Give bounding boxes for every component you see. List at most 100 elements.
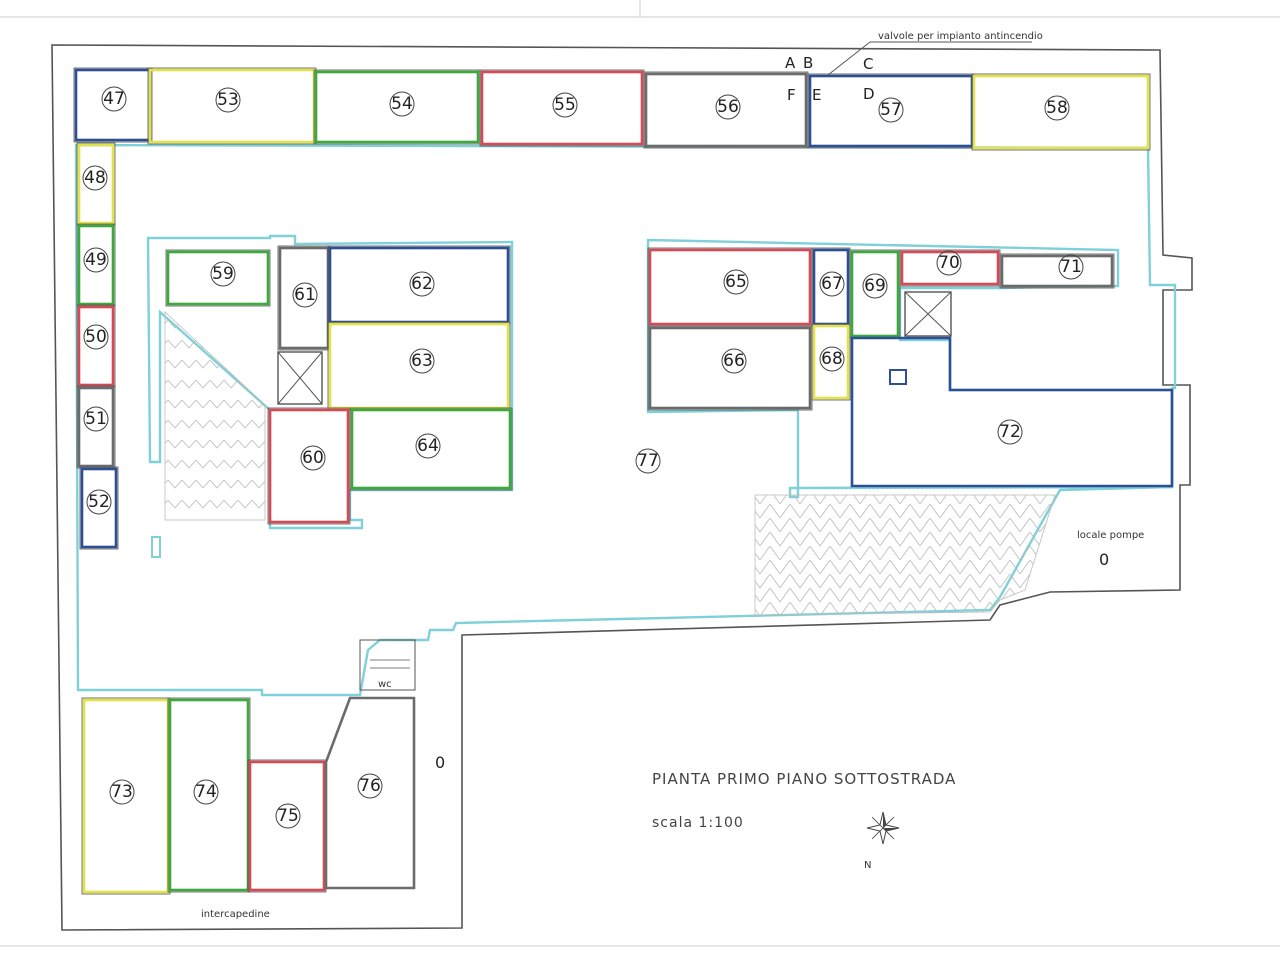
room-76: 76 xyxy=(324,696,416,890)
room-number-circle xyxy=(83,324,109,350)
room-57: 57 xyxy=(807,73,975,149)
room-number: 56 xyxy=(717,97,739,117)
room-72: 72 xyxy=(850,336,1174,488)
room-number: 69 xyxy=(864,276,886,296)
room-54: 54 xyxy=(313,69,481,145)
room-number-circle xyxy=(1058,254,1084,280)
room-number: 48 xyxy=(84,168,106,188)
room-number: 76 xyxy=(359,776,381,796)
room-number-circle xyxy=(193,779,219,805)
valve-letter-d: D xyxy=(863,85,875,103)
room-number-circle xyxy=(862,273,888,299)
room-number: 51 xyxy=(85,409,107,429)
room-68: 68 xyxy=(811,323,851,401)
room-number-circle xyxy=(409,271,435,297)
room-number: 54 xyxy=(391,94,413,114)
room-number: 61 xyxy=(294,285,316,305)
room-wall xyxy=(247,759,327,893)
room-number-circle xyxy=(82,165,108,191)
room-65: 65 xyxy=(647,247,813,327)
room-69: 69 xyxy=(849,249,901,339)
room-number-circle xyxy=(552,92,578,118)
room-number: 74 xyxy=(195,782,217,802)
room-wall xyxy=(811,323,851,401)
column xyxy=(151,536,161,558)
room-48: 48 xyxy=(76,142,116,226)
room-wall xyxy=(971,73,1151,151)
room-53: 53 xyxy=(147,67,317,145)
room-58: 58 xyxy=(971,73,1151,151)
plan-title: PIANTA PRIMO PIANO SOTTOSTRADA xyxy=(652,770,956,788)
wc-label: wc xyxy=(378,679,392,690)
room-49: 49 xyxy=(76,223,116,307)
room-number-circle xyxy=(292,282,318,308)
cavity-label: intercapedine xyxy=(201,909,270,920)
room-number-circle xyxy=(819,271,845,297)
room-number-circle xyxy=(215,87,241,113)
room-number-circle xyxy=(83,406,109,432)
room-number: 72 xyxy=(999,422,1021,442)
room-52: 52 xyxy=(79,466,119,550)
room-outline xyxy=(812,324,850,400)
room-outline xyxy=(350,408,512,490)
room-outline xyxy=(900,250,1000,286)
room-66: 66 xyxy=(647,325,813,411)
room-number-circle xyxy=(83,247,109,273)
north-arrow-icon xyxy=(866,811,900,845)
ramp-left xyxy=(164,311,266,521)
room-outline xyxy=(314,70,480,144)
room-51: 51 xyxy=(76,385,116,469)
room-number: 49 xyxy=(85,250,107,270)
room-outline xyxy=(648,248,812,326)
room-number-circle xyxy=(635,448,661,474)
valve-letter-b: B xyxy=(803,54,813,72)
room-outline xyxy=(648,326,812,410)
room-number-circle xyxy=(721,348,747,374)
room-number-circle xyxy=(86,489,112,515)
room-55: 55 xyxy=(479,69,645,147)
room-outline xyxy=(248,760,326,892)
room-number-circle xyxy=(715,94,741,120)
room-wall xyxy=(73,67,153,143)
room-number-circle xyxy=(300,445,326,471)
column xyxy=(889,369,907,385)
outer-wall xyxy=(51,44,1193,931)
valve-letter-e: E xyxy=(812,86,821,104)
room-number: 70 xyxy=(938,253,960,273)
room-number: 53 xyxy=(217,90,239,110)
room-outline xyxy=(850,250,900,338)
room-number: 67 xyxy=(821,274,843,294)
room-number-circle xyxy=(389,91,415,117)
pump-room-level: 0 xyxy=(1099,550,1109,569)
elevator-shaft-right xyxy=(904,291,952,337)
valve-letter-a: A xyxy=(785,54,796,72)
room-number-circle xyxy=(415,433,441,459)
room-outline xyxy=(268,408,350,524)
room-number-circle xyxy=(409,348,435,374)
room-wall xyxy=(165,249,271,307)
room-63: 63 xyxy=(327,321,511,411)
room-number: 52 xyxy=(88,492,110,512)
room-outline xyxy=(644,72,808,148)
room-number-circle xyxy=(1044,95,1070,121)
room-outline xyxy=(166,250,270,306)
wc-block xyxy=(359,639,416,691)
north-label: N xyxy=(864,860,871,871)
valve-letter-c: C xyxy=(863,55,873,73)
room-outline xyxy=(1000,254,1114,288)
room-wall xyxy=(999,253,1115,289)
room-59: 59 xyxy=(165,249,271,307)
room-number: 77 xyxy=(637,451,659,471)
valve-letter-f: F xyxy=(787,86,796,104)
room-number: 64 xyxy=(417,436,439,456)
room-number-circle xyxy=(210,261,236,287)
room-number: 50 xyxy=(85,327,107,347)
room-47: 47 xyxy=(73,67,153,143)
room-number: 75 xyxy=(277,806,299,826)
room-outline xyxy=(480,70,644,146)
room-number: 62 xyxy=(411,274,433,294)
room-number: 47 xyxy=(103,89,125,109)
room-61: 61 xyxy=(277,245,331,351)
room-number-circle xyxy=(819,346,845,372)
